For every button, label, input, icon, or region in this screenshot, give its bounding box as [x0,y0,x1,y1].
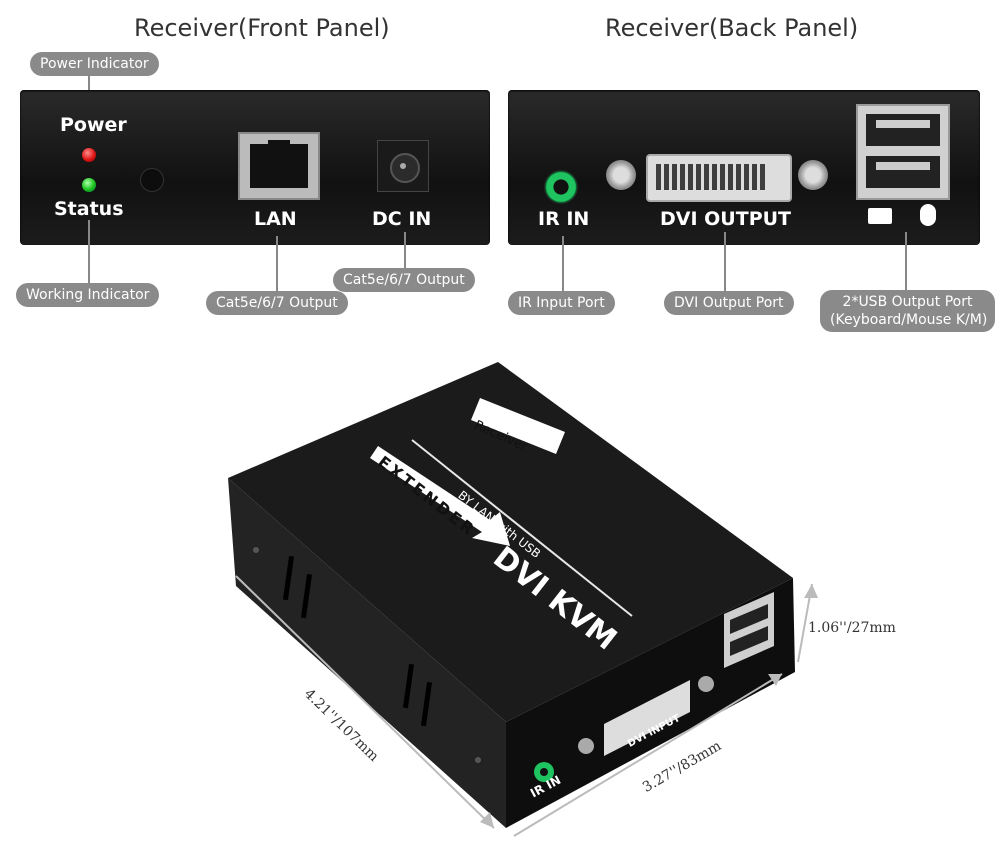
width-dimension-line [513,673,783,837]
device-left-face [228,478,506,828]
lan-port [238,132,320,200]
lan-label: LAN [254,208,297,230]
reset-button[interactable] [140,168,164,192]
callout-line [562,236,564,292]
dc-output-callout: Cat5e/6/7 Output [333,268,475,292]
vent [402,663,415,709]
power-indicator-callout: Power Indicator [30,52,159,76]
mouse-icon [920,204,936,226]
front-panel-title: Receiver(Front Panel) [134,14,390,42]
arrow-icon [370,446,510,546]
vent [300,573,313,619]
ir-port-callout: IR Input Port [508,291,615,315]
callout-line [905,232,907,290]
vent [282,555,295,601]
back-panel: IR IN DVI OUTPUT [508,90,980,245]
screw [475,757,481,763]
screw [253,547,259,553]
back-panel-title: Receiver(Back Panel) [605,14,859,42]
status-led [82,178,96,192]
power-label: Power [60,114,127,136]
front-panel: Power Status LAN DC IN [20,90,490,245]
device-top-face [228,362,793,722]
dvi-output-port [606,154,828,202]
usb-ports [856,104,950,200]
lan-output-callout: Cat5e/6/7 Output [206,291,348,315]
usb-port-bottom [866,156,940,188]
length-dimension-line [235,575,495,829]
keyboard-icon [868,208,892,224]
dvi-port-callout: DVI Output Port [664,291,794,315]
usb-callout-line1: 2*USB Output Port [842,294,973,310]
status-label: Status [54,198,124,220]
callout-line [724,232,726,292]
dc-in-label: DC IN [372,208,432,230]
device-dvi-port [604,680,690,756]
usb-port-callout: 2*USB Output Port (Keyboard/Mouse K/M) [820,290,995,332]
dvi-output-label: DVI OUTPUT [660,208,792,230]
usb-callout-line2: (Keyboard/Mouse K/M) [830,312,988,328]
usb-port-top [866,114,940,146]
vent [420,681,433,727]
height-dimension-label: 1.06''/27mm [808,620,896,636]
top-line [411,439,633,617]
callout-line [88,220,90,284]
dc-in-port [377,140,429,192]
receiver-tag [471,398,565,454]
working-indicator-callout: Working Indicator [16,283,160,307]
ir-in-label: IR IN [538,208,590,230]
ir-in-jack [544,170,578,204]
callout-line [276,236,278,291]
callout-line [404,232,406,268]
power-led [82,148,96,162]
